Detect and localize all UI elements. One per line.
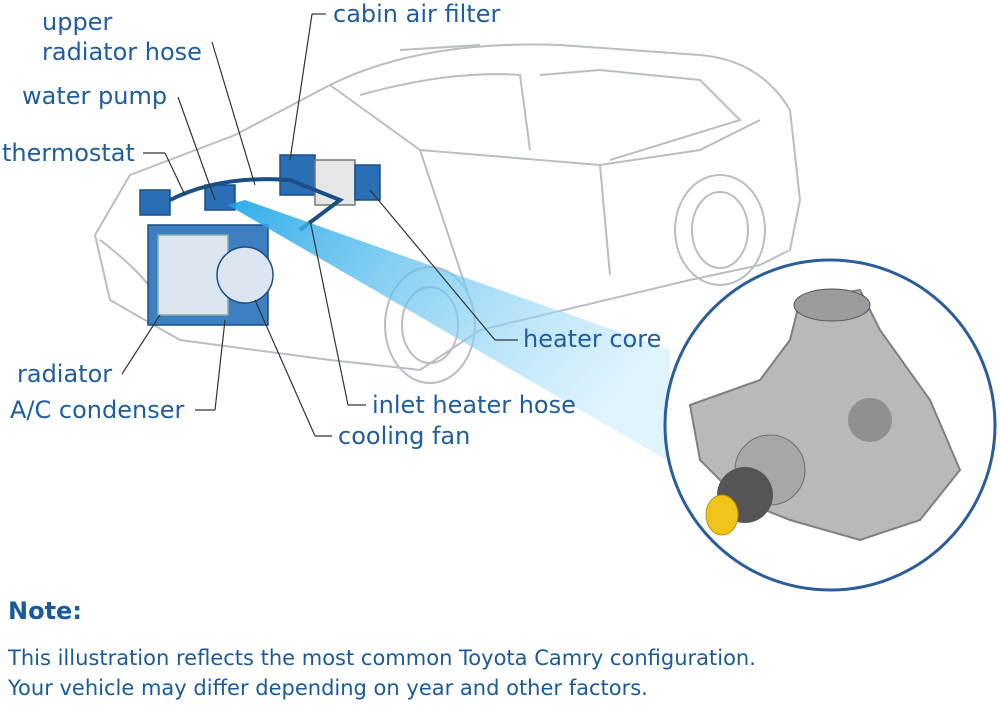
label-upper-radiator-hose-2: radiator hose <box>42 38 202 66</box>
label-radiator: radiator <box>17 360 113 388</box>
leader-lines <box>121 13 518 437</box>
callout-beam <box>228 200 670 462</box>
water-pump-image <box>688 288 962 542</box>
label-heater-core: heater core <box>523 325 662 353</box>
note-line-1: This illustration reflects the most comm… <box>8 646 756 670</box>
label-inlet-heater-hose: inlet heater hose <box>372 391 576 419</box>
note-title: Note: <box>8 597 82 625</box>
label-upper-radiator-hose-1: upper <box>42 8 113 36</box>
note-line-2: Your vehicle may differ depending on yea… <box>8 676 648 700</box>
label-cabin-air-filter: cabin air filter <box>333 0 501 28</box>
label-thermostat: thermostat <box>2 139 135 167</box>
label-ac-condenser: A/C condenser <box>10 396 185 424</box>
car-outline <box>93 43 802 384</box>
label-cooling-fan: cooling fan <box>338 422 471 450</box>
label-water-pump: water pump <box>22 82 168 110</box>
